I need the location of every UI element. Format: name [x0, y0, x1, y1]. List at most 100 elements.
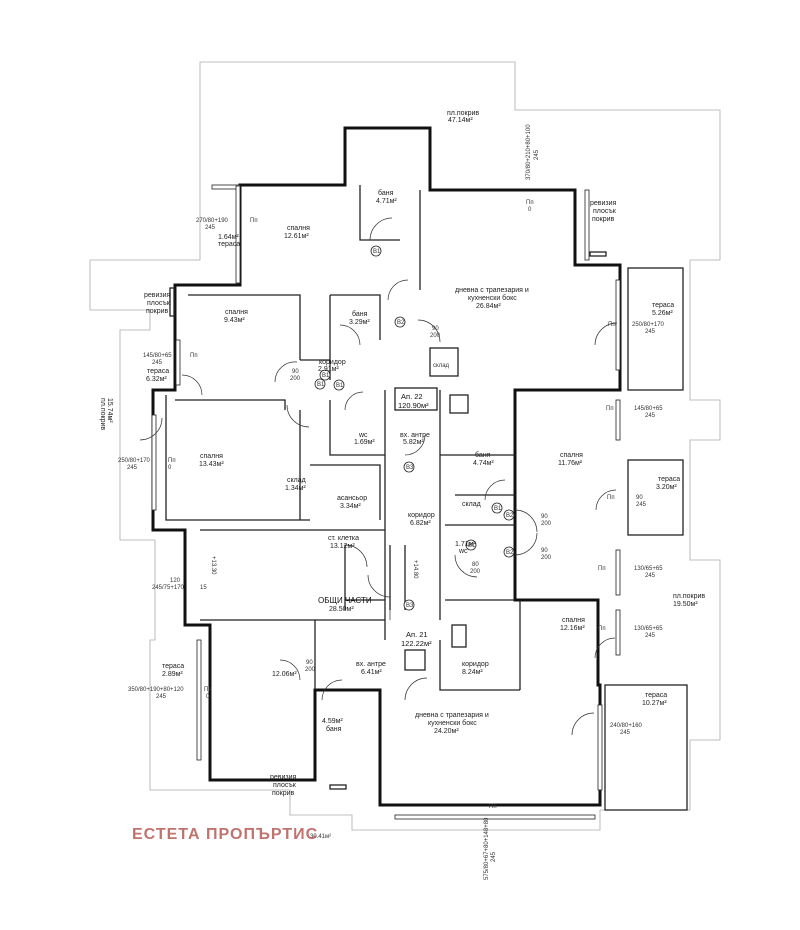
interior-walls: [165, 185, 521, 691]
bedroom-top-area: 12.61м²: [284, 233, 309, 240]
roof-top-name: пл.покрив: [447, 110, 479, 117]
equipment: [169, 251, 607, 790]
bedroom-top-name: спалня: [287, 225, 310, 232]
windows: [151, 184, 621, 820]
terrace-left-area: 6.32м²: [146, 376, 167, 383]
window-mid-left-sill: 245: [127, 465, 138, 471]
corridor-mid-area: 6.82м²: [410, 520, 431, 527]
window-mid-left-size: 250/80+170: [118, 458, 151, 464]
window-top-pp: Пп: [250, 218, 258, 224]
bedroom-bottom-right-name: спалня: [562, 617, 585, 624]
terrace-top-name: тераса: [218, 241, 240, 248]
staircase-name: ст. клетка: [328, 535, 359, 542]
door-200-2: 200: [290, 376, 301, 382]
window-bottom-left-size: 350/80+190+80+120: [128, 687, 184, 693]
apt22-area: 120.90м²: [398, 401, 429, 410]
terrace-mid-right-name: тераса: [658, 476, 680, 483]
roof-left-name: пл.покрив: [99, 398, 106, 430]
tag-b2-3: В2: [506, 550, 514, 556]
terrace-frame-bottom-right: [604, 684, 688, 811]
bedroom-bottom-left-area: 12.06м²: [272, 671, 297, 678]
living-top-area: 26.84м²: [476, 303, 501, 310]
tag-b1-2: В1: [322, 373, 330, 379]
revision-left-l2: плосък: [147, 300, 171, 307]
door-swings: [139, 217, 618, 736]
window-right-top-pp: Пп: [608, 322, 616, 328]
window-bottom-left-zero: 0: [206, 694, 210, 700]
revision-top-l2: плосък: [593, 208, 617, 215]
staircase-area: 13.12м²: [330, 543, 355, 550]
door-80-1: 80: [472, 562, 479, 568]
terrace-bottom-left-name: тераса: [162, 663, 184, 670]
tag-b1-6: В1: [468, 543, 476, 549]
window-mid-left-pp: Пп: [168, 458, 176, 464]
window-right-bottom1-pp: Пп: [598, 566, 606, 572]
terrace-right-name: тераса: [652, 302, 674, 309]
window-right-bottom1-size: 130/65+65: [634, 566, 663, 572]
storage-left-name: склад: [287, 477, 306, 484]
bath-mid-name: баня: [475, 451, 491, 459]
living-top-l1: дневна с трапезария и: [455, 287, 529, 294]
window-bottom-right-sill: 245: [620, 730, 631, 736]
wc-top-name: wc: [358, 432, 368, 439]
bedroom-left-name: спалня: [225, 309, 248, 316]
window-right-mid-size: 145/80+65: [634, 406, 663, 412]
window-right-bottom2-sill: 245: [645, 633, 656, 639]
roof-right-name: пл.покрив: [673, 593, 705, 600]
living-bottom-area: 24.20м²: [434, 728, 459, 735]
terrace-right-area: 5.26м²: [652, 310, 673, 317]
door-200-6: 200: [305, 667, 316, 673]
window-left-size: 145/80+65: [143, 353, 172, 359]
level-mark: +14.80: [412, 560, 418, 579]
revision-bottom-l3: покрив: [272, 790, 295, 797]
wc-mid-name: wc: [458, 548, 468, 555]
terrace-frame-top-right: [627, 267, 684, 391]
roof-left-area: 15.74м²: [106, 398, 113, 423]
living-bottom-l2: кухненски бокс: [428, 719, 477, 727]
entry-bottom-area: 6.41м²: [361, 669, 382, 676]
window-mid-right-90: 90: [636, 495, 643, 501]
wc-top-area: 1.69м²: [354, 439, 375, 446]
bedroom-mid-right-area: 11.76м²: [558, 460, 583, 467]
window-left-bottom-sill: 15: [200, 585, 207, 591]
window-right-mid-sill: 245: [645, 413, 656, 419]
bedroom-left-area: 9.43м²: [224, 317, 245, 324]
door-90-2: 90: [292, 369, 299, 375]
window-right-mid-pp: Пп: [606, 406, 614, 412]
entry-top-area: 5.82м²: [403, 439, 424, 446]
entry-bottom-name: вх. антре: [356, 661, 386, 668]
revision-top-l1: ревизия: [590, 200, 617, 207]
window-top-long-size: 370/80+210+80+100: [526, 124, 532, 180]
window-bottom-left-sill: 245: [156, 694, 167, 700]
window-right-bottom1-sill: 245: [645, 573, 656, 579]
window-top-long-pp: Пп: [526, 200, 534, 206]
window-right-bottom2-pp: Пп: [598, 626, 606, 632]
terrace-bottom-right-area: 10.27м²: [642, 700, 667, 707]
living-top-l2: кухненски бокс: [468, 294, 517, 302]
corridor-left-area: 2.91м²: [318, 366, 339, 373]
bath-bottom-area: 4.59м²: [322, 718, 343, 725]
revision-top-l3: покрив: [592, 216, 615, 223]
tag-b1-3: В1: [317, 382, 325, 388]
common-area: 28.50м²: [329, 606, 354, 613]
window-top-size: 270/80+190: [196, 218, 229, 224]
terrace-bottom-left-area: 2.89м²: [162, 671, 183, 678]
window-bottom-left-pp: Пп: [204, 687, 212, 693]
storage-left-area: 1.34м²: [285, 485, 306, 492]
roof-right-area: 19.50м²: [673, 601, 698, 608]
corridor-left-name: коридор: [319, 359, 346, 366]
terrace-mid-right-area: 3.20м²: [656, 484, 677, 491]
tag-b1-1: В1: [373, 249, 381, 255]
window-top-sill: 245: [205, 225, 216, 231]
bedroom-mid-left-name: спалня: [200, 453, 223, 460]
bedroom-mid-left-area: 13.43м²: [199, 461, 224, 468]
window-mid-left-zero: 0: [168, 465, 172, 471]
tag-b3-1: В3: [406, 465, 414, 471]
door-90-4: 90: [541, 548, 548, 554]
window-bottom-long-sill: 245: [491, 851, 497, 862]
window-bottom-long-pp: Пп: [489, 804, 497, 810]
bedroom-mid-right-name: спалня: [560, 452, 583, 459]
door-200-5: 200: [470, 569, 481, 575]
bedroom-bottom-right-area: 12.16м²: [560, 625, 585, 632]
stairs: [344, 545, 406, 610]
